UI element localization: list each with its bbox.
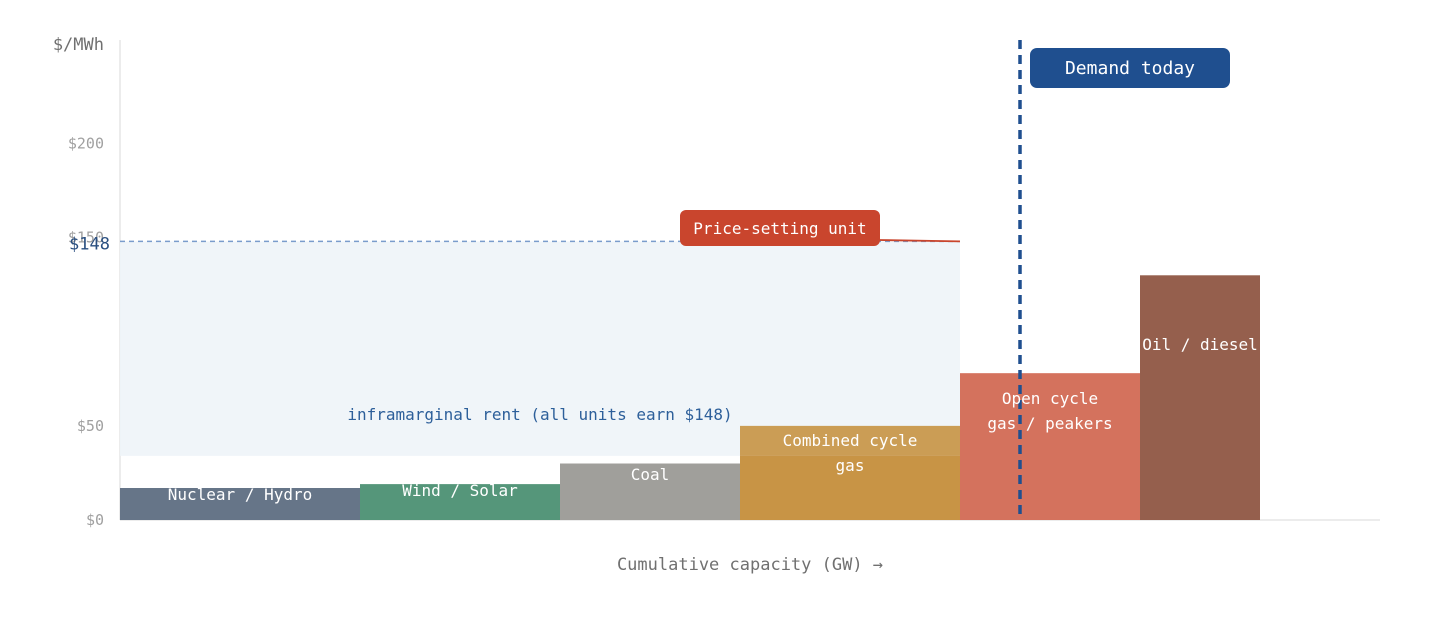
inframarginal-rent-label: inframarginal rent (all units earn $148) — [347, 405, 732, 424]
y-tick-label-2: $150 — [68, 229, 104, 247]
bar-label-3-1: gas — [836, 456, 865, 475]
price-setter-callout-text: Price-setting unit — [693, 219, 866, 238]
bar-label-5-0: Oil / diesel — [1142, 335, 1258, 354]
y-tick-label-3: $200 — [68, 135, 104, 153]
bar-base-0 — [120, 488, 360, 520]
demand-label-box — [1030, 48, 1230, 88]
bar-label-0-0: Nuclear / Hydro — [168, 485, 313, 504]
y-axis-label: $/MWh — [53, 35, 104, 55]
overlay-layer — [120, 40, 1022, 520]
y-tick-label-1: $50 — [77, 417, 104, 435]
bar-base-1 — [360, 484, 560, 520]
y-tick-label-0: $0 — [86, 511, 104, 529]
price-setter-leader-line — [877, 239, 961, 243]
bar-overlay-3 — [740, 425, 960, 456]
bar-5 — [1140, 275, 1260, 520]
bar-base-3 — [740, 455, 960, 520]
clearing-price-label: $148 — [69, 234, 110, 254]
bar-label-4-0: Open cycle — [1002, 389, 1098, 408]
price-setter-callout-box — [680, 210, 880, 246]
bar-label-4-1: gas / peakers — [987, 414, 1112, 433]
bar-4 — [960, 373, 1140, 520]
x-axis-label: Cumulative capacity (GW) → — [617, 555, 883, 575]
bar-base-2 — [560, 463, 740, 520]
bar-label-3-0: Combined cycle — [783, 431, 918, 450]
bar-label-2-0: Coal — [631, 465, 670, 484]
bar-label-1-0: Wind / Solar — [402, 481, 518, 500]
inframarginal-rent-area — [120, 241, 960, 456]
demand-label-text: Demand today — [1065, 58, 1195, 79]
